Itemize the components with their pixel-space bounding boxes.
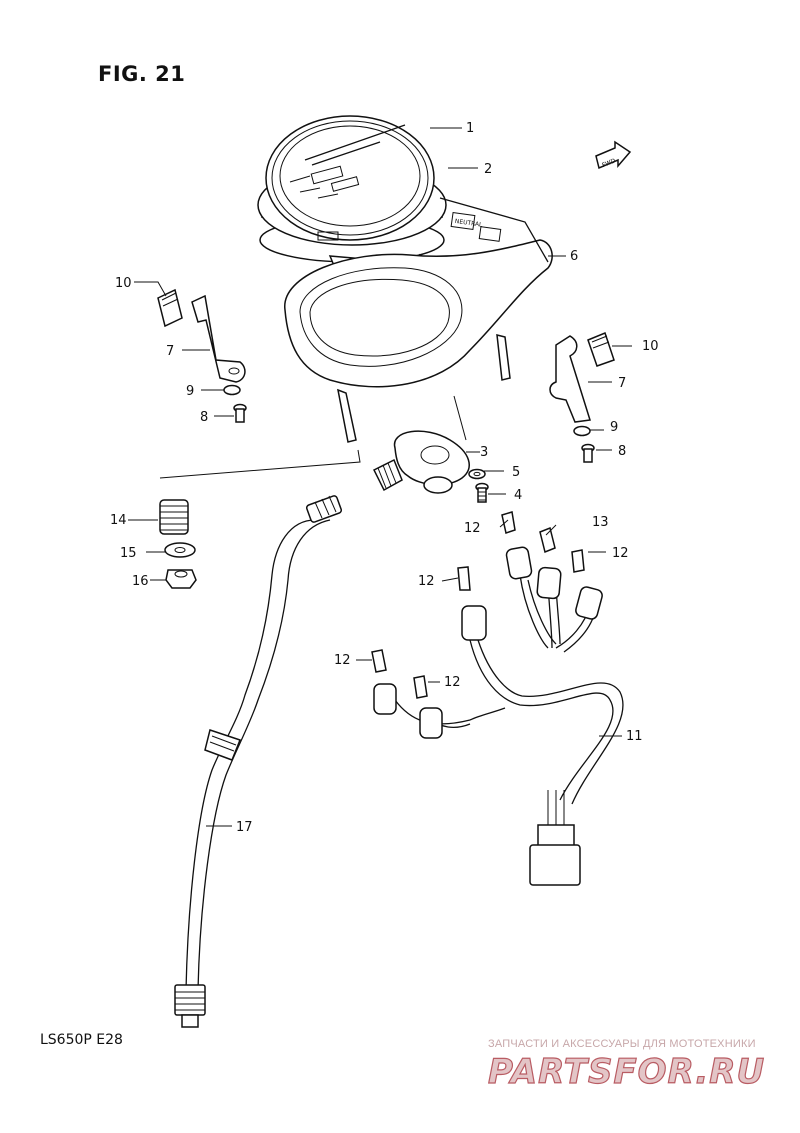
callout-10-right: 10: [642, 339, 659, 354]
callout-12-e: 12: [444, 675, 461, 690]
callout-7-left: 7: [166, 344, 174, 359]
callout-6: 6: [570, 249, 578, 264]
svg-text:FWD: FWD: [601, 157, 617, 169]
washer-5: [468, 468, 486, 480]
right-bracket: [549, 332, 615, 463]
figure-title: FIG. 21: [98, 62, 186, 86]
callout-16: 16: [132, 574, 149, 589]
watermark-text: ЗАПЧАСТИ И АКСЕССУАРЫ ДЛЯ МОТОТЕХНИКИ: [488, 1038, 756, 1050]
callout-11: 11: [626, 729, 643, 744]
wiring-harness: [371, 511, 624, 886]
watermark-logo: PARTSFOR.RU: [487, 1051, 766, 1092]
callout-2: 2: [484, 162, 492, 177]
callout-12-b: 12: [612, 546, 629, 561]
svg-text:NEUTRAL: NEUTRAL: [454, 218, 483, 229]
callout-15: 15: [120, 546, 137, 561]
model-code: LS650P E28: [40, 1032, 123, 1048]
callout-12-a: 12: [464, 521, 481, 536]
callout-3: 3: [480, 445, 488, 460]
meter-case: NEUTRAL: [284, 197, 553, 443]
callout-12-c: 12: [418, 574, 435, 589]
callout-1: 1: [466, 121, 474, 136]
drive-unit: [372, 430, 470, 494]
speedometer-assembly: [257, 115, 447, 339]
screw-4: [475, 482, 489, 503]
callout-13: 13: [592, 515, 609, 530]
speedometer-cable: [174, 495, 343, 1028]
callout-9-right: 9: [610, 420, 618, 435]
callout-12-d: 12: [334, 653, 351, 668]
callout-9-left: 9: [186, 384, 194, 399]
callout-17: 17: [236, 820, 253, 835]
grommet-14: [159, 499, 189, 535]
callout-labels: 1 2 3 4 5 6 7 7 8 8 9 9 10 10 11 12 12 1…: [110, 121, 659, 835]
callout-14: 14: [110, 513, 127, 528]
callout-5: 5: [512, 465, 520, 480]
callout-10-left: 10: [115, 276, 132, 291]
callout-8-right: 8: [618, 444, 626, 459]
forward-arrow: FWD: [595, 140, 632, 169]
callout-7-right: 7: [618, 376, 626, 391]
left-bracket: [157, 288, 247, 423]
callout-4: 4: [514, 488, 522, 503]
leader-lines: [128, 127, 632, 827]
nut-16: [165, 569, 197, 589]
callout-8-left: 8: [200, 410, 208, 425]
washer-15: [164, 542, 196, 558]
